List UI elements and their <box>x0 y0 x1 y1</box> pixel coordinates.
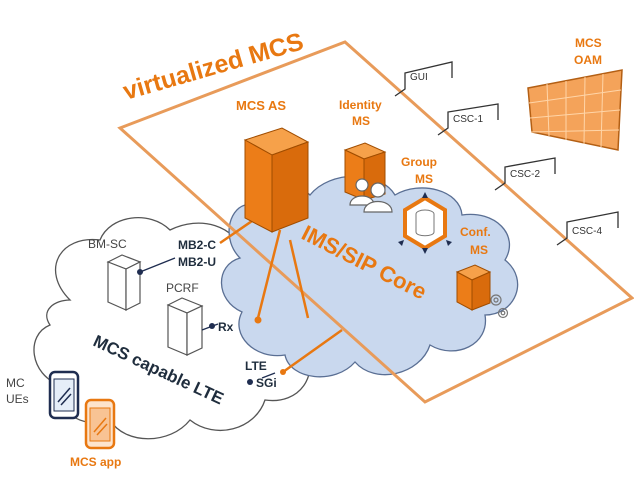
mcs-app-phone-icon <box>84 398 116 450</box>
interface-csc2-symbol <box>494 157 556 191</box>
pcrf-box <box>166 297 204 356</box>
conf-ms-label-line1: Conf. <box>460 225 491 239</box>
interface-gui-label: GUI <box>410 72 428 83</box>
conf-ms-label-line2: MS <box>470 243 488 257</box>
identity-ms-label-line2: MS <box>352 114 370 128</box>
group-ms-label-line1: Group <box>401 155 437 169</box>
mb2u-label: MB2-U <box>178 255 216 269</box>
interface-csc2-label: CSC-2 <box>510 169 540 180</box>
mb2-dot <box>137 269 143 275</box>
mcs-as-label: MCS AS <box>236 98 286 113</box>
virtualized-mcs-plane <box>117 40 634 404</box>
identity-ms-label-line1: Identity <box>339 98 382 112</box>
mcs-oam-label-line2: OAM <box>574 53 602 67</box>
rx-dot <box>209 323 215 329</box>
interface-csc1-symbol <box>437 103 499 136</box>
mc-ues-label-line2: UEs <box>6 392 29 406</box>
conf-ms-server <box>455 264 492 311</box>
interface-gui-symbol <box>394 61 453 97</box>
sgi-label: SGi <box>256 376 277 390</box>
lte-junction-dot <box>280 369 286 375</box>
lte-label: LTE <box>245 359 267 373</box>
rx-label: Rx <box>218 320 234 334</box>
mcs-app-label: MCS app <box>70 455 121 469</box>
gear-icon <box>490 294 509 319</box>
bm-sc-label: BM-SC <box>88 237 127 251</box>
mcs-oam-label-line1: MCS <box>575 36 602 50</box>
mc-ues-label-line1: MC <box>6 376 25 390</box>
mcs-as-server <box>243 127 310 233</box>
interface-csc4-symbol <box>556 211 619 246</box>
bm-sc-box <box>106 254 142 311</box>
pcrf-label: PCRF <box>166 281 199 295</box>
mc-ue-phone-icon <box>48 370 80 420</box>
interface-csc4-label: CSC-4 <box>572 226 602 237</box>
group-ms-hexagon <box>398 192 452 254</box>
group-ms-label-line2: MS <box>415 172 433 186</box>
mcs-oam-screens <box>527 69 623 151</box>
rx-junction-dot <box>254 316 262 324</box>
mb2c-label: MB2-C <box>178 238 216 252</box>
users-icon <box>349 178 393 213</box>
sgi-dot <box>247 379 253 385</box>
interface-csc1-label: CSC-1 <box>453 114 483 125</box>
